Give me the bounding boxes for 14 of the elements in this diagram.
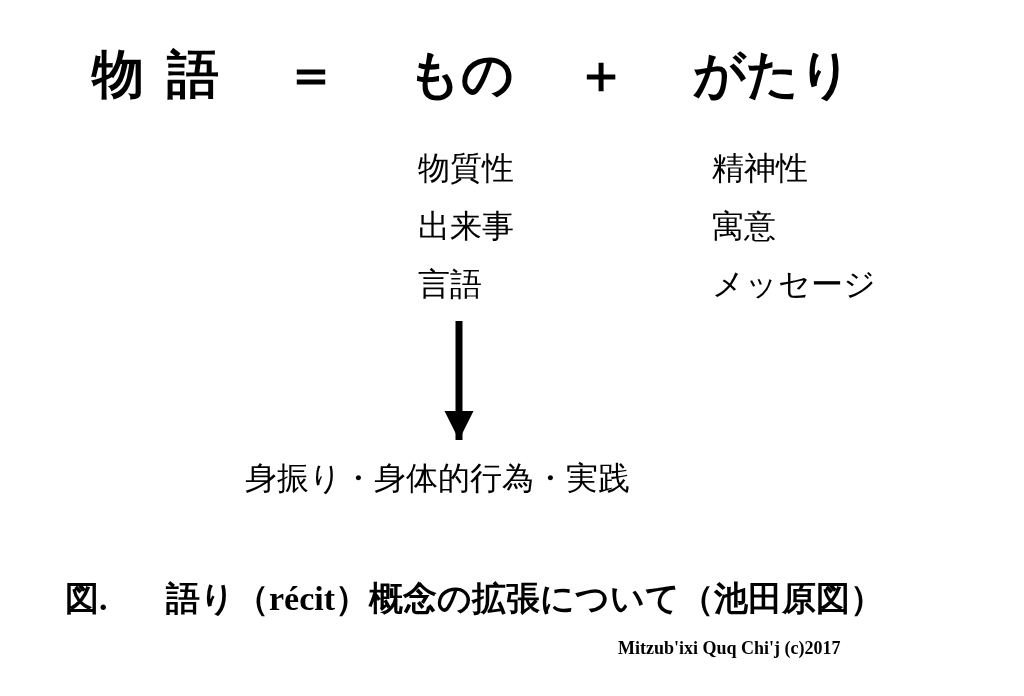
- equals-sign: ＝: [285, 45, 337, 105]
- term-text: 身振り・身体的行為・実践: [245, 459, 630, 498]
- term-text: メッセージ: [712, 265, 876, 304]
- title-word: 物語: [92, 45, 243, 105]
- term-text: 言語: [418, 265, 483, 304]
- term-text: 寓意: [712, 207, 776, 246]
- author-credit: Mitzub'ixi Quq Chi'j (c)2017: [618, 638, 841, 659]
- term-text: 物質性: [418, 149, 514, 188]
- term-text: 出来事: [418, 207, 514, 246]
- title-word: がたり: [693, 45, 852, 105]
- title-word: もの: [408, 45, 514, 105]
- plus-sign: ＋: [575, 45, 627, 105]
- figure-caption: 図. 語り（récit）概念の拡張について（池田原図）: [65, 579, 885, 619]
- term-text: 精神性: [712, 149, 808, 188]
